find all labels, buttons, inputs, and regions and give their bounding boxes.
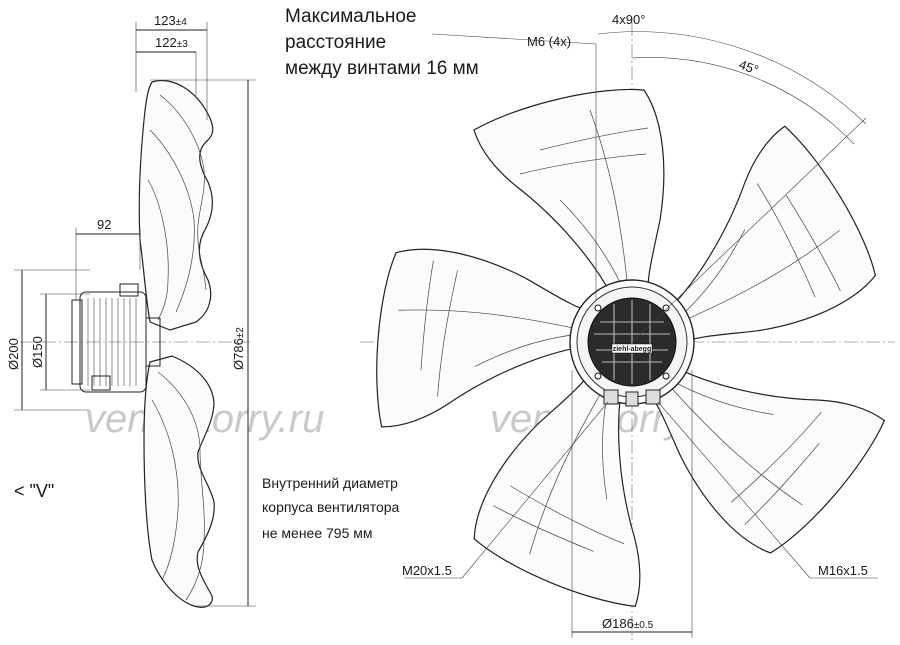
title-line-2: расстояние	[285, 32, 386, 53]
side-cable-gland	[91, 375, 111, 391]
hub-logo-plate	[611, 343, 653, 354]
side-blade-upper-rib-3	[147, 179, 169, 321]
dim-45-label: 45°	[737, 57, 761, 78]
side-blade-upper	[138, 80, 214, 331]
front-blade-5	[376, 248, 598, 428]
dim-4x90-label: 4x90°	[612, 12, 645, 27]
side-mount-bracket	[119, 283, 139, 297]
side-blade-upper-rib-2	[149, 129, 195, 313]
angle-45-arc	[631, 57, 855, 145]
front-view: ziehl-abegg M6 (4x) 4x90° 45° M20x1.5 M1…	[360, 12, 895, 640]
dim-123-label: 123±4	[154, 13, 187, 28]
inner-diameter-note: Внутренний диаметр корпуса вентилятора н…	[262, 475, 400, 541]
dim-200-label: Ø200	[6, 338, 21, 370]
angle-4x90-arc	[597, 31, 867, 125]
hub-screw-hole	[594, 372, 602, 380]
front-blades	[376, 88, 886, 608]
cable-gland-m16	[645, 389, 661, 405]
dim-m20-label: M20x1.5	[402, 563, 452, 578]
dim-186-label: Ø186±0.5	[602, 616, 654, 631]
angle-45-ray	[631, 117, 867, 343]
dim-92-label: 92	[97, 217, 111, 232]
dim-m6-label: M6 (4x)	[527, 34, 571, 49]
front-blade-2	[668, 125, 877, 346]
note-line-1: Внутренний диаметр	[262, 475, 398, 491]
m20-leader	[461, 401, 609, 579]
dim-m16-label: M16x1.5	[818, 563, 868, 578]
title-line-3: между винтами 16 мм	[285, 58, 479, 79]
cable-gland-m20	[603, 389, 619, 405]
cable-gland	[625, 391, 639, 407]
side-view: 123±4 122±3 92 Ø200 Ø150 Ø786±2	[6, 13, 256, 608]
front-motor-ribs	[594, 300, 670, 384]
front-blade-4	[473, 365, 641, 608]
dim-122-label: 122±3	[155, 35, 188, 50]
m6-leader	[431, 33, 597, 45]
note-line-2: корпуса вентилятора	[262, 499, 400, 515]
note-line-3: не менее 795 мм	[262, 525, 373, 541]
side-hub	[145, 317, 161, 367]
title-line-1: Максимальное	[285, 6, 417, 27]
side-blade-lower-rib	[157, 371, 205, 601]
front-blade-3	[642, 366, 886, 554]
hub-screw-hole	[662, 372, 670, 380]
dim-150-label: Ø150	[30, 336, 45, 368]
hub-screw-hole	[594, 304, 602, 312]
side-blade-lower	[143, 355, 215, 608]
view-label: < "V"	[14, 481, 54, 501]
side-blade-upper-rib	[159, 94, 207, 291]
side-motor-fins	[87, 298, 137, 386]
max-screw-distance-title: Максимальное расстояние между винтами 16…	[285, 6, 479, 79]
dim-786-label: Ø786±2	[231, 327, 246, 370]
hub-logo-text: ziehl-abegg	[613, 346, 652, 353]
hub-screw-hole	[662, 304, 670, 312]
m16-leader	[657, 401, 811, 579]
side-blade-lower-rib-2	[151, 399, 179, 581]
side-motor-cap	[71, 299, 83, 385]
